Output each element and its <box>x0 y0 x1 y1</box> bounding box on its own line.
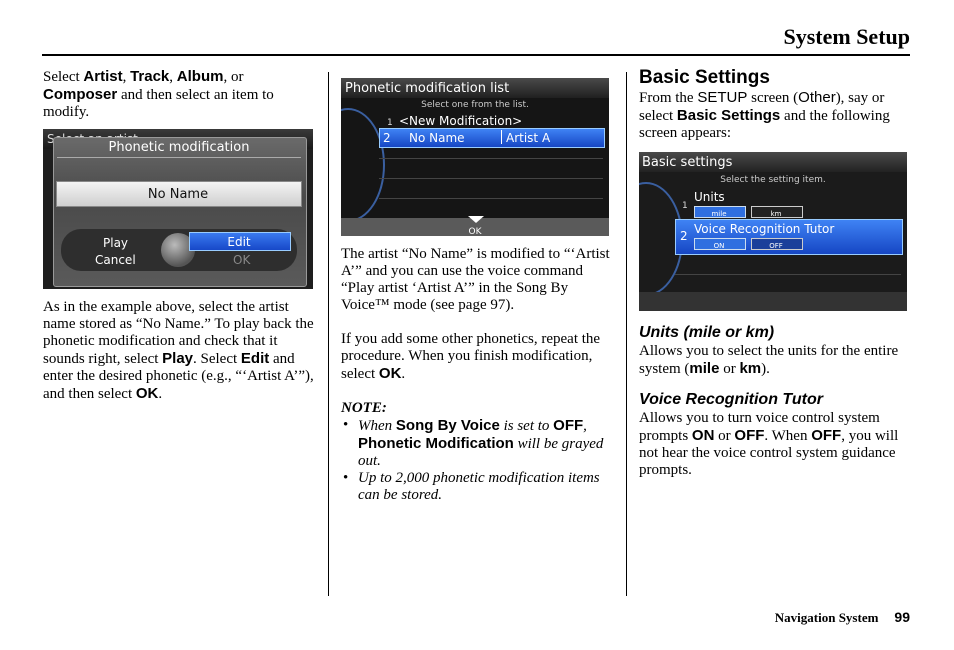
footer-label: Navigation System <box>774 610 879 625</box>
note-list: When Song By Voice is set to OFF, Phonet… <box>341 417 613 504</box>
phonetic-modification-dialog-screenshot: Select an artist. Phonetic modification … <box>43 129 313 289</box>
page-footer: Navigation System 99 <box>775 609 910 626</box>
column-middle: Phonetic modification list Select one fr… <box>341 78 613 504</box>
section-heading: Basic Settings <box>639 67 770 88</box>
units-heading: Units (mile or km) <box>639 324 775 341</box>
intro-paragraph: Select Artist, Track, Album, or Composer… <box>43 68 274 120</box>
note-item: When Song By Voice is set to OFF, Phonet… <box>341 417 613 470</box>
units-paragraph: Allows you to select the units for the e… <box>639 343 899 377</box>
page-title: System Setup <box>783 24 910 49</box>
column-right: Basic Settings From the SETUP screen (Ot… <box>639 67 911 479</box>
basic-settings-paragraph: From the SETUP screen (Other), say or se… <box>639 89 890 141</box>
column-divider <box>328 72 329 596</box>
note-title: NOTE: <box>341 400 387 416</box>
header-rule <box>42 54 910 56</box>
voice-tutor-heading: Voice Recognition Tutor <box>639 391 824 408</box>
voice-tutor-paragraph: Allows you to turn voice control system … <box>639 410 899 478</box>
phonetic-modification-list-screenshot: Phonetic modification list Select one fr… <box>341 78 609 236</box>
basic-settings-screenshot: Basic settings Select the setting item. … <box>639 152 907 311</box>
repeat-paragraph: If you add some other phonetics, repeat … <box>341 331 601 382</box>
column-left: Select Artist, Track, Album, or Composer… <box>43 68 315 403</box>
note-item: Up to 2,000 phonetic modification items … <box>341 470 613 504</box>
instructions-paragraph: As in the example above, select the arti… <box>43 299 314 402</box>
modified-artist-paragraph: The artist “No Name” is modified to “‘Ar… <box>341 246 610 313</box>
column-divider <box>626 72 627 596</box>
page-number: 99 <box>894 609 910 625</box>
